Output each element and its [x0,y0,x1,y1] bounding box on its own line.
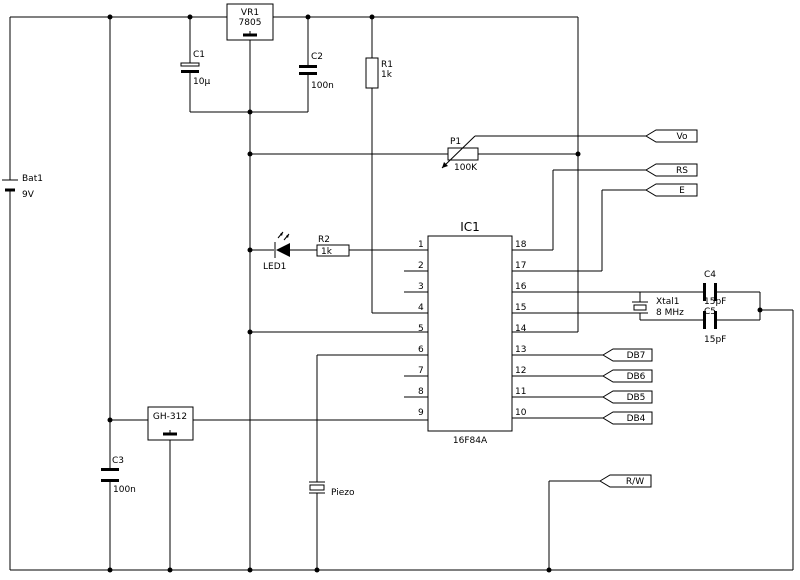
port-db5: DB5 [602,390,653,404]
ic1-pin-17: 17 [515,261,526,271]
ic1-part: 16F84A [453,436,488,446]
battery-bat1: Bat1 9V [2,174,43,200]
vr1-value: 7805 [239,18,262,28]
potentiometer-p1: P1 100K [441,135,479,173]
capacitor-c3: C3 100n [101,456,136,495]
c1-value: 10µ [193,77,210,87]
gh312-ref: GH-312 [153,412,187,422]
ic1-pin-9: 9 [418,408,424,418]
ic1-pin-10: 10 [515,408,527,418]
bat1-value: 9V [22,190,35,200]
ic1-pin-2: 2 [418,261,424,271]
ic1-pin-13: 13 [515,345,526,355]
port-vo-label: Vo [677,132,688,142]
c4-ref: C4 [704,270,716,280]
ic1-pin-1: 1 [418,240,424,250]
port-db7: DB7 [602,348,653,362]
port-vo: Vo [645,129,698,143]
ic-ic1: IC1 16F84A 1 2 3 4 5 6 7 8 9 18 17 16 15… [418,220,527,446]
ic1-pin-18: 18 [515,240,527,250]
ic1-ref: IC1 [460,220,480,234]
port-db4-label: DB4 [627,414,646,424]
port-e: E [645,183,698,197]
c2-value: 100n [311,81,334,91]
ic1-pin-14: 14 [515,324,527,334]
c3-ref: C3 [112,456,124,466]
resistor-r1: R1 1k [365,57,393,89]
r2-ref: R2 [318,235,330,245]
c1-ref: C1 [193,50,205,60]
ic1-pin-12: 12 [515,366,526,376]
regulator-vr1: VR1 7805 [226,3,274,41]
bat1-ref: Bat1 [22,174,43,184]
port-rs-label: RS [676,166,688,176]
ic1-pin-16: 16 [515,282,527,292]
port-rw: R/W [599,474,652,488]
r1-value: 1k [381,70,393,80]
c5-value: 15pF [704,335,726,345]
capacitor-c2: C2 100n [299,52,334,91]
ic1-pin-7: 7 [418,366,424,376]
wires [9,16,794,571]
port-db6-label: DB6 [627,372,646,382]
c5-ref: C5 [704,307,716,317]
xtal1-value: 8 MHz [656,308,684,318]
port-db5-label: DB5 [627,393,646,403]
ic1-pin-5: 5 [418,324,424,334]
piezo-ref: Piezo [331,488,355,498]
p1-value: 100K [454,163,478,173]
vr1-ref: VR1 [241,8,259,18]
piezo-buzzer: Piezo [309,481,355,498]
led1-ref: LED1 [263,262,286,272]
port-rw-label: R/W [626,477,644,487]
r2-value: 1k [321,247,333,257]
port-rs: RS [645,163,698,177]
module-gh312: GH-312 [147,406,194,441]
capacitor-c5: C5 15pF [703,307,726,345]
xtal1-ref: Xtal1 [656,297,679,307]
c4-value: 15pF [704,297,726,307]
port-e-label: E [679,186,685,196]
port-db4: DB4 [602,411,653,425]
junction-dots [107,14,763,573]
ic1-pin-8: 8 [418,387,424,397]
resistor-r2: R2 1k [316,235,350,257]
led-led1: LED1 [263,231,290,272]
ic1-pin-3: 3 [418,282,424,292]
c2-ref: C2 [311,52,323,62]
ic1-pin-6: 6 [418,345,424,355]
crystal-xtal1: Xtal1 8 MHz [632,297,684,318]
ic1-pin-11: 11 [515,387,526,397]
ic1-pin-15: 15 [515,303,526,313]
output-ports: Vo RS E DB7 DB6 DB5 DB4 R/W [599,129,698,488]
port-db6: DB6 [602,369,653,383]
capacitor-c1: C1 10µ [180,50,210,87]
c3-value: 100n [113,485,136,495]
r1-ref: R1 [381,60,393,70]
p1-ref: P1 [450,137,461,147]
port-db7-label: DB7 [627,351,646,361]
capacitor-c4: C4 15pF [703,270,726,307]
ic1-pin-4: 4 [418,303,424,313]
